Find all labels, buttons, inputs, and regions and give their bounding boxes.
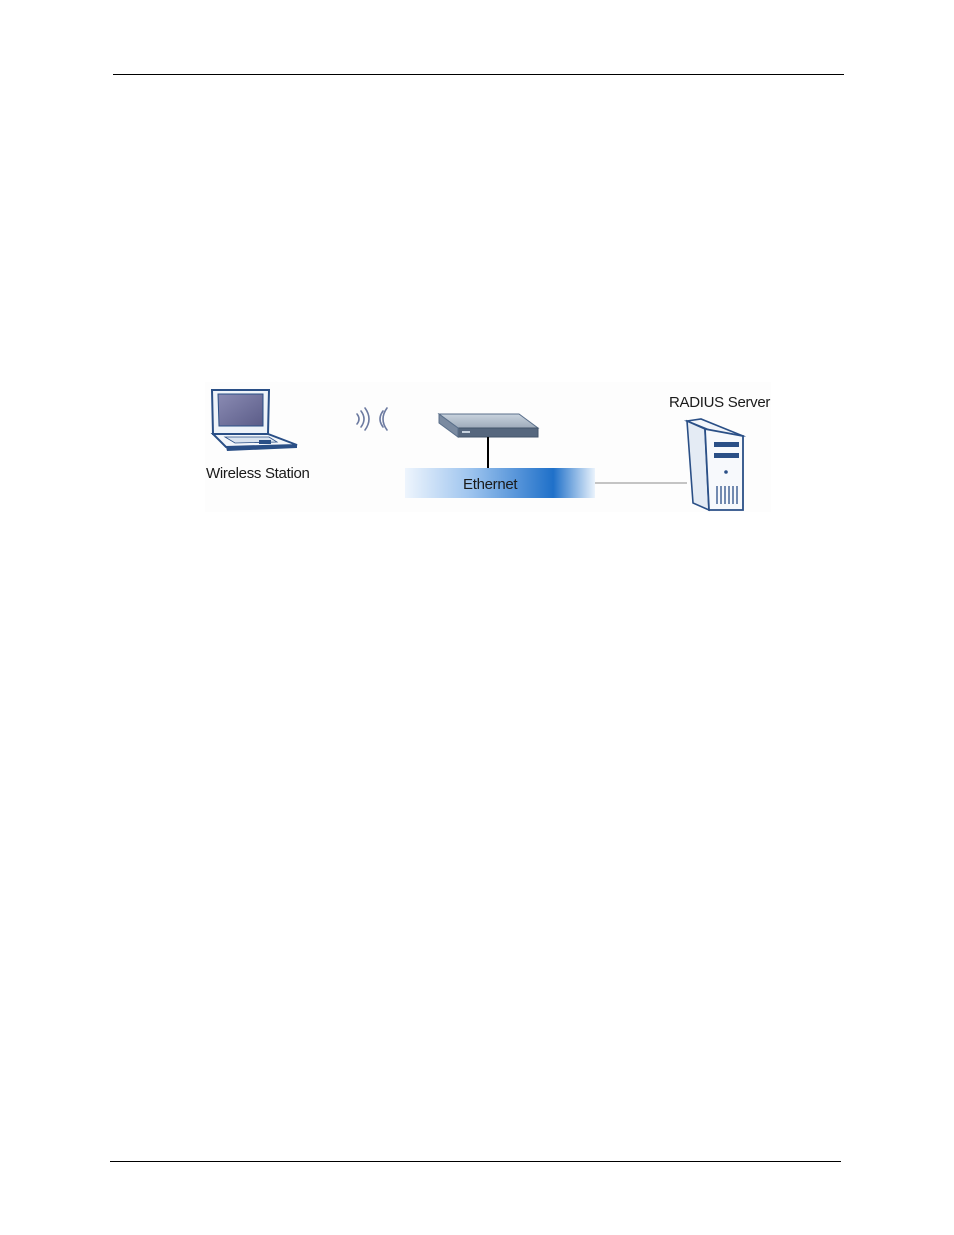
laptop-icon: [212, 390, 297, 451]
server-tower-icon: [687, 419, 743, 510]
footer-rule: [110, 1161, 841, 1162]
wireless-signal-icon: [357, 408, 387, 430]
radius-server-label: RADIUS Server: [669, 394, 770, 411]
ethernet-label: Ethernet: [463, 476, 517, 493]
network-diagram: Wireless Station RADIUS Server Ethernet: [205, 382, 771, 512]
access-point-icon: [439, 414, 538, 437]
wireless-station-label: Wireless Station: [206, 465, 310, 482]
header-rule: [113, 74, 844, 75]
